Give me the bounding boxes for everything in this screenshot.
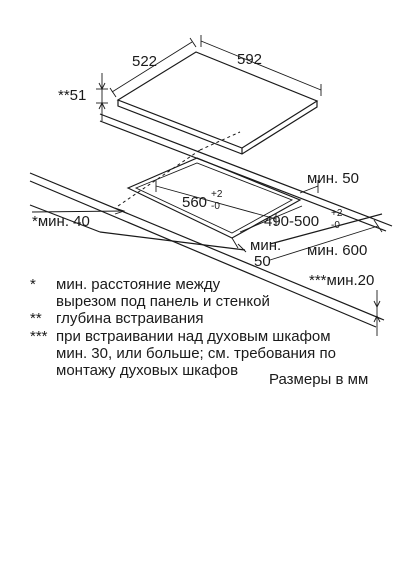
dim-min-20-label: ***мин.20 <box>309 272 374 289</box>
dim-cutout-width: 560 <box>182 194 207 211</box>
note-3-mark: *** <box>30 328 48 345</box>
note-1-mark: * <box>30 276 36 293</box>
dim-cutout-depth: 490-500 <box>264 213 319 230</box>
dim-cutout-depth-tol-plus: +2 <box>331 208 343 219</box>
worktop-drawing <box>29 131 385 328</box>
dim-hob-width: 592 <box>237 51 262 68</box>
note-2-mark: ** <box>30 310 42 327</box>
dim-hob-depth: 522 <box>132 53 157 70</box>
dim-min-40: *мин. 40 <box>31 207 126 230</box>
dim-min-50-back: мин. 50 <box>299 170 359 194</box>
note-1-line-1: мин. расстояние между <box>56 276 221 293</box>
dim-592: 592 <box>200 35 322 96</box>
dim-cutout-width-tol-minus: -0 <box>211 201 220 212</box>
dim-hob-height: **51 <box>58 87 86 104</box>
dim-51: **51 <box>58 73 108 121</box>
dim-min-50-front-label-a: мин. <box>250 237 281 254</box>
dim-min-50-back-label: мин. 50 <box>307 170 359 187</box>
note-3-line-2: мин. 30, или больше; см. требования по <box>56 345 336 362</box>
dim-522: 522 <box>109 37 197 98</box>
dim-560: 560 +2 -0 <box>155 180 277 225</box>
dim-min-50-front: мин. 50 <box>231 237 281 270</box>
note-1-line-2: вырезом под панель и стенкой <box>56 293 270 310</box>
units-note: Размеры в мм <box>269 371 368 388</box>
dim-min-600-label: мин. 600 <box>307 242 367 259</box>
note-3-line-1: при встраивании над духовым шкафом <box>56 328 331 345</box>
dim-min-50-front-label-b: 50 <box>254 253 271 270</box>
dim-min-600: мин. 600 <box>269 219 383 261</box>
dim-490-500: 490-500 +2 -0 <box>239 205 343 233</box>
dim-min-40-label: *мин. 40 <box>32 213 90 230</box>
note-3-line-3: монтажу духовых шкафов <box>56 362 238 379</box>
dim-cutout-width-tol-plus: +2 <box>211 189 223 200</box>
hob-drawing <box>99 51 393 232</box>
note-2-line-1: глубина встраивания <box>56 310 204 327</box>
footnotes: * мин. расстояние между вырезом под пане… <box>30 276 368 388</box>
dim-min-20: ***мин.20 <box>309 272 381 336</box>
dim-cutout-depth-tol-minus: -0 <box>331 220 340 231</box>
